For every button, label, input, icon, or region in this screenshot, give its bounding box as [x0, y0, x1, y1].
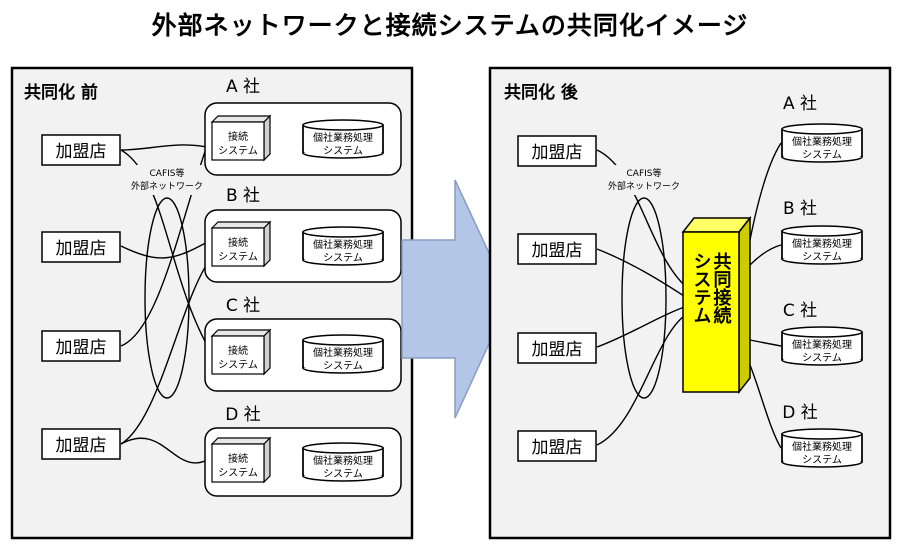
business-system-label-1: 個社業務処理 [792, 135, 852, 148]
before-label: 共同化 前 [24, 82, 98, 103]
business-system-label-1: 個社業務処理 [792, 237, 852, 250]
page-title: 外部ネットワークと接続システムの共同化イメージ [151, 11, 749, 40]
after-company-a: A 社 個社業務処理 システム [781, 94, 863, 163]
after-network [596, 149, 691, 446]
company-name: A 社 [783, 94, 817, 114]
before-store-label: 加盟店 [56, 239, 107, 259]
after-store-label: 加盟店 [532, 241, 583, 261]
business-system-label-2: システム [323, 360, 363, 372]
company-name: D 社 [782, 403, 818, 423]
before-company-d: D 社 接続 システム 個社業務処理 システム [204, 405, 402, 497]
before-store-label: 加盟店 [56, 338, 107, 358]
before-network-label-2: 外部ネットワーク [131, 180, 203, 192]
shared-system-label-col1: 共同接続 [711, 252, 732, 325]
business-system-label-1: 個社業務処理 [313, 131, 373, 144]
before-company-b: B 社 接続 システム 個社業務処理 システム [204, 186, 402, 283]
after-company-links [749, 142, 782, 449]
shared-connection-system: 共同接続 システム [681, 215, 752, 395]
connect-system-label-1: 接続 [228, 236, 248, 249]
after-store: 加盟店 [517, 135, 597, 167]
after-store: 加盟店 [517, 430, 597, 462]
business-system-label-1: 個社業務処理 [313, 346, 373, 359]
connect-system-label-2: システム [218, 359, 258, 371]
business-system-label-1: 個社業務処理 [313, 454, 373, 467]
business-system-label-1: 個社業務処理 [313, 238, 373, 251]
after-network-label-2: 外部ネットワーク [608, 180, 680, 192]
before-company-c: C 社 接続 システム 個社業務処理 システム [204, 296, 402, 392]
connect-system-label-1: 接続 [228, 452, 248, 465]
after-company-b: B 社 個社業務処理 システム [781, 199, 863, 265]
company-name: A 社 [226, 77, 260, 97]
before-store-label: 加盟店 [56, 436, 107, 456]
after-label: 共同化 後 [504, 82, 579, 103]
after-store: 加盟店 [517, 332, 597, 364]
connect-system-label-2: システム [218, 251, 258, 263]
business-system-label-2: システム [323, 468, 363, 480]
company-name: D 社 [225, 405, 261, 425]
before-network [120, 133, 212, 464]
before-store-label: 加盟店 [56, 142, 107, 162]
transition-arrow [401, 179, 511, 419]
company-name: B 社 [226, 186, 260, 206]
after-network-label-1: CAFIS等 [627, 167, 662, 179]
after-store: 加盟店 [517, 233, 597, 265]
shared-system-label-col2: システム [691, 252, 712, 324]
before-company-a: A 社 接続 システム 個社業務処理 システム [204, 77, 402, 176]
connect-system-label-2: システム [218, 145, 258, 157]
business-system-label-1: 個社業務処理 [792, 338, 852, 351]
business-system-label-2: システム [802, 251, 842, 263]
connect-system-label-2: システム [218, 467, 258, 479]
after-store-label: 加盟店 [532, 438, 583, 458]
business-system-label-2: システム [323, 145, 363, 157]
after-store-label: 加盟店 [532, 143, 583, 163]
before-network-label-1: CAFIS等 [150, 167, 185, 179]
connect-system-label-1: 接続 [228, 130, 248, 143]
company-name: B 社 [783, 199, 817, 219]
before-store: 加盟店 [41, 428, 121, 460]
business-system-label-2: システム [802, 454, 842, 466]
before-store: 加盟店 [41, 330, 121, 362]
company-name: C 社 [783, 301, 817, 321]
business-system-label-2: システム [323, 252, 363, 264]
business-system-label-1: 個社業務処理 [792, 440, 852, 453]
business-system-label-2: システム [802, 352, 842, 364]
before-store: 加盟店 [41, 231, 121, 263]
company-name: C 社 [226, 296, 260, 316]
connect-system-label-1: 接続 [228, 344, 248, 357]
after-store-label: 加盟店 [532, 340, 583, 360]
after-company-d: D 社 個社業務処理 システム [781, 403, 863, 468]
before-store: 加盟店 [41, 134, 121, 166]
business-system-label-2: システム [802, 149, 842, 161]
after-company-c: C 社 個社業務処理 システム [781, 301, 863, 366]
